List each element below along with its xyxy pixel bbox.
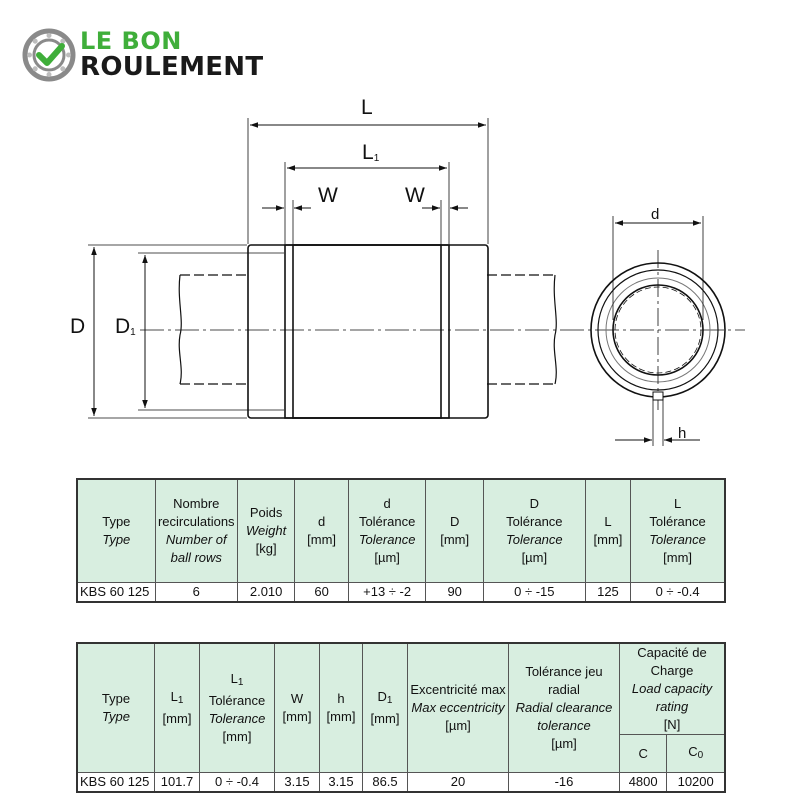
cell-D1: 86.5 [362, 772, 408, 793]
table-row: KBS 60 125 101.7 0 ÷ -0.4 3.15 3.15 86.5… [76, 772, 726, 793]
logo-text-top: LE BON [80, 27, 182, 55]
col-D: D[mm] [425, 478, 484, 583]
table-row: KBS 60 125 6 2.010 60 +13 ÷ -2 90 0 ÷ -1… [76, 581, 726, 602]
label-D1: D1 [115, 315, 136, 339]
cell-d: 60 [294, 581, 349, 602]
cell-D: 90 [425, 581, 484, 602]
col-d: d[mm] [294, 478, 349, 583]
cell-rows: 6 [154, 581, 238, 602]
cell-L-tol: 0 ÷ -0.4 [630, 581, 726, 602]
bearing-side-view [247, 244, 489, 419]
label-L: L [361, 96, 373, 119]
cell-type: KBS 60 125 [76, 581, 156, 602]
col-C0: C0 [666, 734, 726, 773]
label-W-right: W [405, 184, 425, 207]
bearing-technical-drawing [88, 118, 745, 446]
col-D1: D1[mm] [362, 642, 408, 773]
cell-D-tol: 0 ÷ -15 [482, 581, 586, 602]
table-subheader-row: C C0 [77, 734, 726, 773]
label-d: d [651, 206, 660, 223]
cell-eccentricity: 20 [407, 772, 509, 793]
cell-C0: 10200 [666, 772, 726, 793]
col-L1: L1[mm] [154, 642, 200, 773]
bearing-end-view [590, 250, 726, 410]
label-h: h [678, 425, 687, 442]
brand-logo[interactable]: LE BON ROULEMENT [22, 26, 302, 86]
logo-text-bottom: ROULEMENT [80, 52, 264, 82]
col-C: C [618, 734, 668, 773]
cell-d-tol: +13 ÷ -2 [347, 581, 427, 602]
col-h: h[mm] [319, 642, 363, 773]
label-W-left: W [318, 184, 338, 207]
col-W: W[mm] [274, 642, 320, 773]
cell-h: 3.15 [319, 772, 363, 793]
shaft-outline [178, 274, 557, 385]
label-D: D [70, 315, 86, 338]
cell-weight: 2.010 [236, 581, 296, 602]
label-L1: L1 [362, 141, 380, 165]
cell-L: 125 [584, 581, 632, 602]
col-L: L[mm] [584, 478, 632, 583]
cell-W: 3.15 [274, 772, 320, 793]
cell-type: KBS 60 125 [76, 772, 155, 793]
cell-radial-clearance: -16 [508, 772, 620, 793]
bearing-check-icon [22, 28, 76, 82]
cell-L1: 101.7 [154, 772, 200, 793]
cell-C: 4800 [618, 772, 668, 793]
cell-L1-tol: 0 ÷ -0.4 [199, 772, 275, 793]
